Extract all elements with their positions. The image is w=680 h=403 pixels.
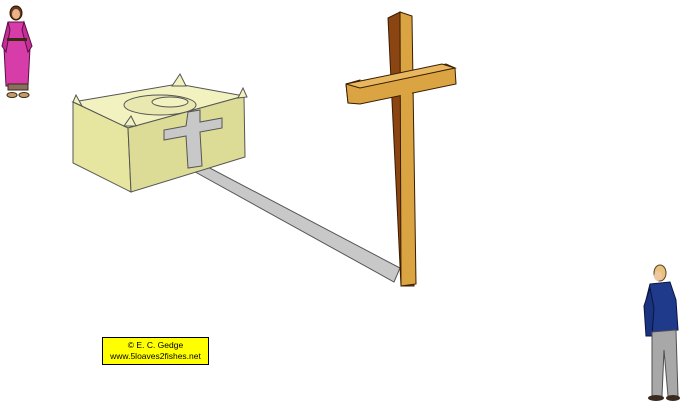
ark-of-covenant-icon bbox=[71, 73, 248, 193]
man-in-blue-shirt bbox=[643, 264, 680, 401]
copyright-symbol: © bbox=[127, 340, 135, 350]
priest-in-pink-robe bbox=[1, 5, 33, 98]
website-text: www.5loaves2fishes.net bbox=[110, 351, 201, 361]
copyright-credit-box: © E. C. Gedge www.5loaves2fishes.net bbox=[102, 337, 209, 365]
cross-shadow bbox=[186, 165, 401, 283]
copyright-line: © E. C. Gedge bbox=[103, 340, 208, 351]
wooden-cross-icon bbox=[345, 11, 457, 287]
author-name: E. C. Gedge bbox=[136, 340, 184, 350]
